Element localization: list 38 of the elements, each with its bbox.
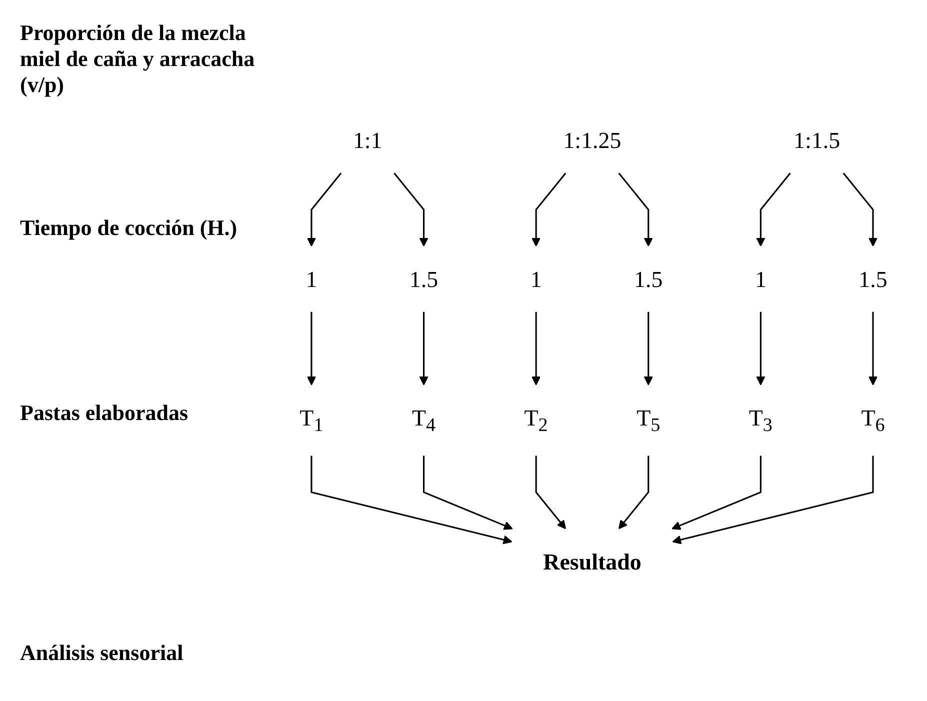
row-heading: Pastas elaboradas xyxy=(20,400,190,426)
row-heading: Tiempo de cocción (H.) xyxy=(20,215,238,241)
node-text: T$_{1}$ xyxy=(300,404,324,435)
arrow xyxy=(306,311,316,385)
node-text: T$_{6}$ xyxy=(861,404,885,435)
node-text: T$_{2}$ xyxy=(524,404,548,435)
row-heading: Proporción de la mezcla miel de caña y arracacha (v/p) xyxy=(20,20,256,98)
arrow xyxy=(618,172,653,246)
arrow xyxy=(672,455,874,544)
arrow xyxy=(422,455,513,530)
arrow xyxy=(842,172,878,246)
node-text: 1:1.25 xyxy=(563,126,622,153)
arrow xyxy=(306,172,342,246)
arrow xyxy=(535,455,566,529)
node-text: T$_{3}$ xyxy=(748,404,772,435)
node-text: 1.5 xyxy=(858,266,888,292)
node-text: 1 xyxy=(306,266,318,292)
arrow xyxy=(531,172,566,246)
node-text: 1:1 xyxy=(352,126,382,153)
node-text: Resultado xyxy=(543,548,642,574)
node-text: 1:1.5 xyxy=(794,126,840,153)
arrow xyxy=(310,455,512,544)
node-text: T$_{5}$ xyxy=(636,404,660,435)
arrow xyxy=(868,311,878,385)
row-heading: Análisis sensorial xyxy=(20,640,184,666)
arrow xyxy=(419,311,428,385)
node-text: 1 xyxy=(530,266,542,292)
arrow xyxy=(618,455,650,529)
arrow xyxy=(672,455,762,530)
node-text: 1.5 xyxy=(634,266,663,292)
node-text: 1 xyxy=(754,266,766,292)
arrow xyxy=(756,172,791,246)
arrow xyxy=(756,311,766,385)
arrow xyxy=(644,311,653,385)
arrow xyxy=(394,172,428,246)
node-text: 1.5 xyxy=(409,266,438,292)
arrow xyxy=(531,311,541,385)
node-text: T$_{4}$ xyxy=(412,404,436,435)
